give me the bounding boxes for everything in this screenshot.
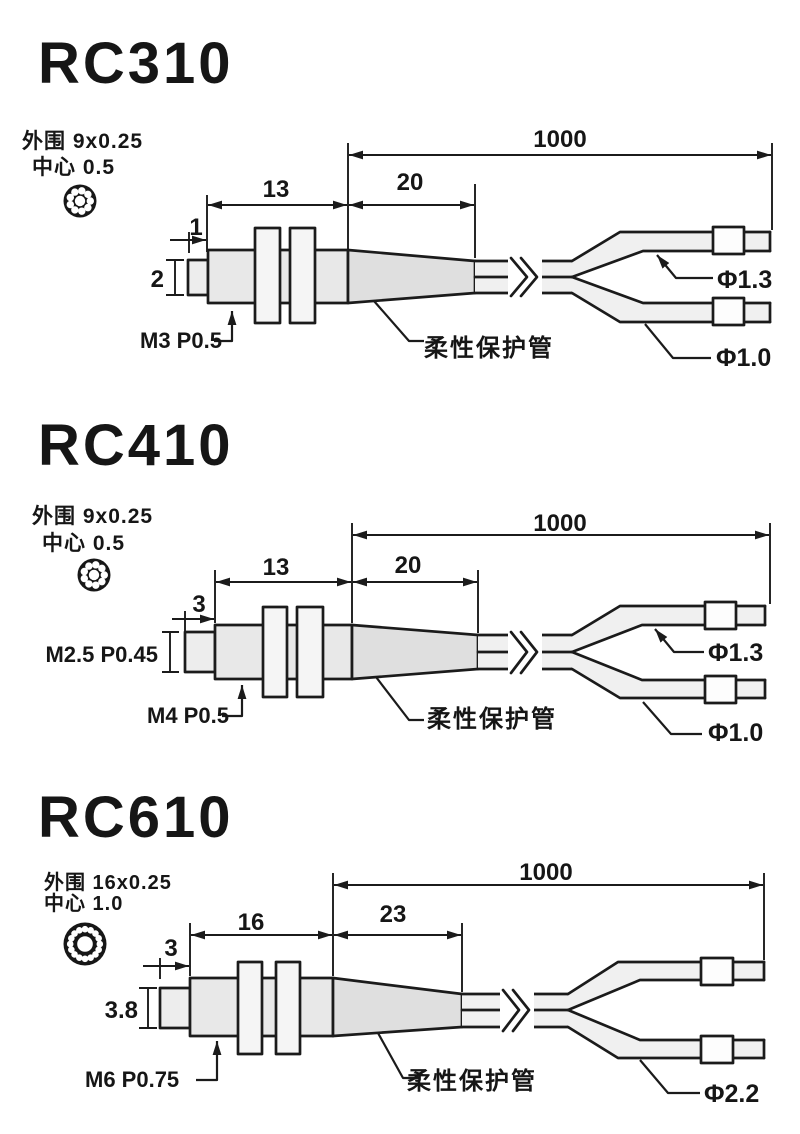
thread-label: M6 P0.75 bbox=[85, 1067, 179, 1092]
dim-tip-length: 3 bbox=[164, 935, 177, 962]
model-title: RC410 bbox=[38, 413, 234, 478]
ferrule bbox=[699, 1034, 735, 1065]
branch-lower bbox=[570, 650, 767, 705]
dim-cable-length: 1000 bbox=[533, 126, 586, 153]
branch-upper bbox=[570, 225, 772, 279]
tip-thread-label: M2.5 P0.45 bbox=[45, 642, 158, 667]
branch-bottom-leader-line bbox=[642, 701, 702, 736]
fiber-cross-section-icon bbox=[63, 922, 107, 966]
sensor-head bbox=[183, 605, 354, 699]
fiber-cross-section-icon bbox=[77, 558, 111, 592]
sensor-head bbox=[158, 960, 335, 1056]
fiber-outer-spec-label: 外围 9x0.25 bbox=[32, 504, 153, 528]
ferrule bbox=[711, 225, 746, 256]
ferrule bbox=[703, 600, 738, 631]
model-title: RC610 bbox=[38, 785, 234, 850]
dim-tip-diameter: 2 bbox=[151, 266, 164, 293]
dim-tube-length: 23 bbox=[380, 901, 407, 928]
branch-top-leader-line bbox=[654, 628, 704, 654]
dim-tube-length: 20 bbox=[397, 169, 424, 196]
flexible-tube-label: 柔性保护管 bbox=[427, 705, 557, 733]
fiber-outer-spec-label: 外围 9x0.25 bbox=[22, 129, 143, 153]
branch-upper bbox=[570, 600, 767, 654]
branch-upper bbox=[566, 956, 766, 1012]
tube-leader-line bbox=[377, 1032, 420, 1080]
break-symbol bbox=[501, 988, 521, 1033]
dimension-lines bbox=[170, 150, 771, 245]
thread-leader-line bbox=[196, 1041, 222, 1082]
thread-leader-line bbox=[222, 685, 247, 718]
fiber-center-spec-label: 中心 0.5 bbox=[42, 532, 125, 555]
dim-body-length: 16 bbox=[238, 909, 265, 936]
rc610-drawing: RC610 外围 16x0.25 中心 1.0 bbox=[38, 785, 766, 1108]
dim-body-length: 13 bbox=[263, 554, 290, 581]
thread-leader-line bbox=[214, 311, 237, 343]
dimension-lines bbox=[143, 880, 763, 971]
fiber-outer-spec-label: 外围 16x0.25 bbox=[44, 870, 172, 894]
ferrule bbox=[699, 956, 735, 987]
dim-tip-length: 3 bbox=[192, 591, 205, 618]
branch-lower bbox=[566, 1008, 766, 1065]
dim-body-length: 13 bbox=[263, 176, 290, 203]
ferrule bbox=[711, 296, 746, 327]
break-symbol bbox=[511, 988, 531, 1033]
fiber-cross-section-icon bbox=[63, 184, 97, 218]
branch-top-leader-line bbox=[656, 254, 713, 280]
dim-cable-length: 1000 bbox=[519, 859, 572, 886]
dim-tip-length: 1 bbox=[189, 214, 202, 241]
dim-tip-diameter: 3.8 bbox=[105, 997, 138, 1024]
diagram-rc310: RC310 外围 9x0.25 中心 0.5 bbox=[0, 0, 800, 390]
diagram-rc410: RC410 外围 9x0.25 中心 0.5 bbox=[0, 390, 800, 760]
flexible-tube-taper bbox=[346, 248, 477, 305]
fiber-center-spec-label: 中心 0.5 bbox=[32, 156, 115, 179]
flexible-tube-label: 柔性保护管 bbox=[424, 334, 554, 362]
branch-bottom-diameter-label: Φ1.0 bbox=[716, 344, 771, 372]
dimension-lines bbox=[172, 530, 769, 624]
branch-top-diameter-label: Φ1.3 bbox=[717, 266, 772, 294]
diagram-rc610: RC610 外围 16x0.25 中心 1.0 bbox=[0, 760, 800, 1134]
break-symbol bbox=[519, 630, 539, 675]
sensor-head bbox=[186, 226, 350, 325]
flexible-tube-taper bbox=[331, 976, 464, 1038]
duplex-cable bbox=[473, 256, 574, 298]
duplex-cable bbox=[460, 988, 570, 1033]
extension-lines bbox=[166, 143, 773, 296]
dim-tube-length: 20 bbox=[395, 552, 422, 579]
thread-label: M3 P0.5 bbox=[140, 328, 222, 353]
flexible-tube-taper bbox=[350, 623, 480, 681]
branch-bottom-diameter-label: Φ2.2 bbox=[704, 1080, 759, 1108]
extension-lines bbox=[139, 873, 765, 1029]
break-symbol bbox=[519, 256, 539, 298]
break-symbol bbox=[509, 256, 529, 298]
branch-top-diameter-label: Φ1.3 bbox=[708, 639, 763, 667]
extension-lines bbox=[162, 523, 771, 673]
break-symbol bbox=[509, 630, 529, 675]
duplex-cable bbox=[476, 630, 574, 675]
thread-label: M4 P0.5 bbox=[147, 703, 229, 728]
branch-bottom-leader-line bbox=[644, 323, 711, 360]
fiber-center-spec-label: 中心 1.0 bbox=[44, 891, 123, 915]
model-title: RC310 bbox=[38, 31, 234, 96]
flexible-tube-label: 柔性保护管 bbox=[407, 1067, 537, 1095]
dim-cable-length: 1000 bbox=[533, 510, 586, 537]
tube-leader-line bbox=[375, 676, 424, 722]
rc410-drawing: RC410 外围 9x0.25 中心 0.5 bbox=[32, 413, 771, 747]
ferrule bbox=[703, 674, 738, 705]
branch-bottom-diameter-label: Φ1.0 bbox=[708, 719, 763, 747]
branch-bottom-leader-line bbox=[639, 1059, 700, 1095]
tube-leader-line bbox=[373, 300, 424, 343]
rc310-drawing: RC310 外围 9x0.25 中心 0.5 bbox=[22, 31, 773, 372]
branch-lower bbox=[570, 275, 772, 327]
